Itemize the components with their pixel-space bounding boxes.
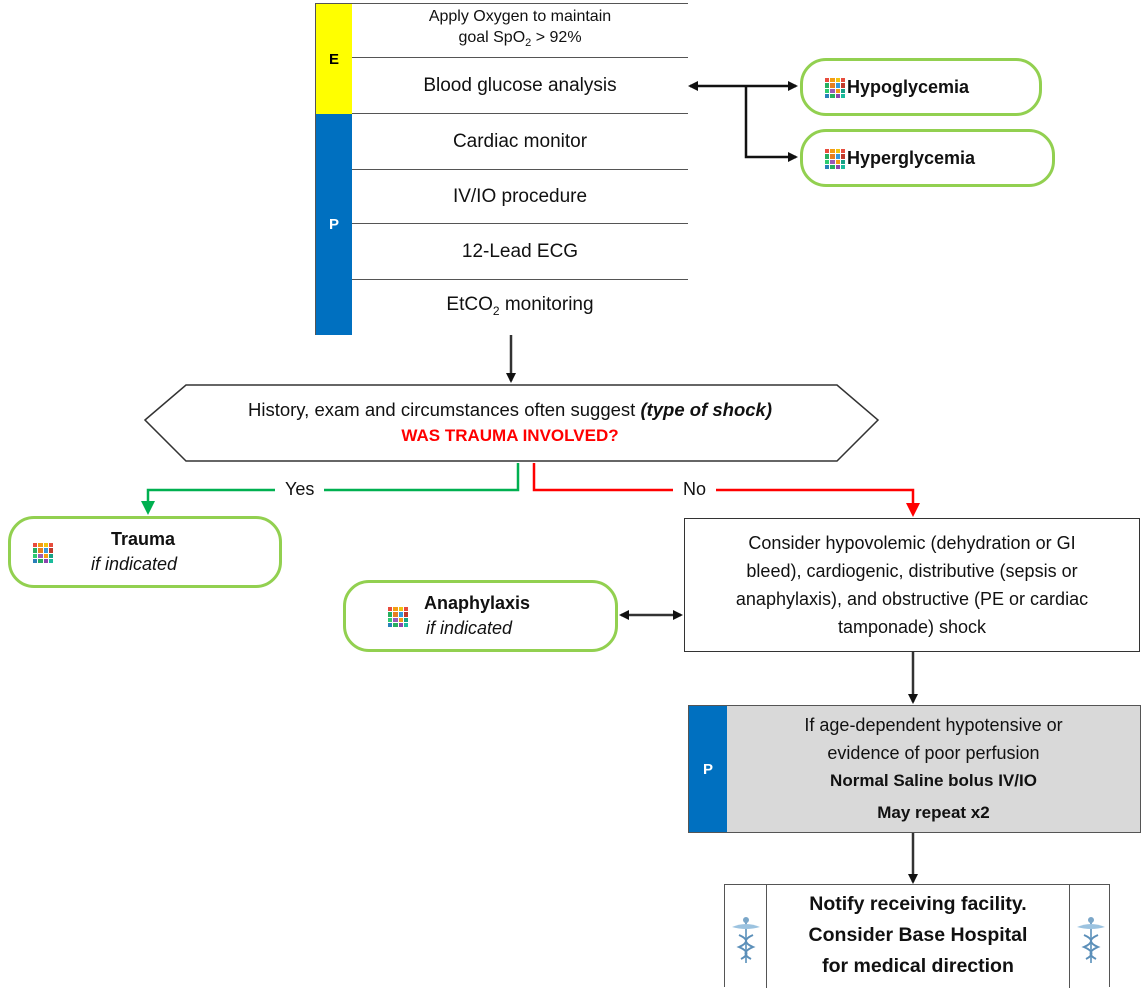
- hyperglycemia-label: Hyperglycemia: [847, 148, 976, 168]
- hyperglycemia-link[interactable]: Hyperglycemia: [800, 129, 1055, 187]
- anaphylaxis-link[interactable]: Anaphylaxis if indicated: [343, 580, 618, 652]
- etco2-label: EtCO2 monitoring: [446, 293, 594, 318]
- protocol-grid-icon: [825, 149, 845, 169]
- hypoglycemia-label: Hypoglycemia: [847, 77, 970, 97]
- decision-text: History, exam and circumstances often su…: [160, 397, 860, 449]
- ecg-cell: 12-Lead ECG: [352, 224, 688, 280]
- glucose-hyperglycemia-arrow: [744, 86, 798, 162]
- cardiac-cell: Cardiac monitor: [352, 114, 688, 170]
- procedure-stack: E P Apply Oxygen to maintain goal SpO2 >…: [315, 3, 688, 335]
- e-band-label: E: [328, 50, 339, 68]
- protocol-grid-icon: [33, 543, 53, 563]
- consider-shock-box: Consider hypovolemic (dehydration or GI …: [684, 518, 1140, 652]
- yes-path: [141, 463, 520, 515]
- p-band-label: P: [328, 216, 339, 233]
- ecg-label: 12-Lead ECG: [461, 241, 579, 262]
- saline-p-band: P: [689, 706, 727, 832]
- trauma-label: Trauma: [111, 529, 176, 549]
- no-label: No: [673, 479, 717, 500]
- p-band: P: [316, 114, 352, 335]
- protocol-grid-icon: [388, 607, 408, 627]
- caduceus-icon: [1077, 917, 1105, 963]
- protocol-grid-icon: [825, 78, 845, 98]
- anaphylaxis-label: Anaphylaxis: [424, 593, 531, 613]
- oxygen-line2: goal SpO2 > 92%: [458, 29, 582, 50]
- decision-line1: History, exam and circumstances often su…: [247, 399, 773, 420]
- glucose-label: Blood glucose analysis: [423, 75, 617, 96]
- glucose-cell: Blood glucose analysis: [352, 58, 688, 114]
- trauma-link[interactable]: Trauma if indicated: [8, 516, 282, 588]
- trauma-sub: if indicated: [91, 554, 178, 574]
- cardiac-label: Cardiac monitor: [452, 131, 588, 152]
- oxygen-line1: Apply Oxygen to maintain: [428, 8, 612, 26]
- e-band: E: [316, 4, 352, 114]
- decision-question: WAS TRAUMA INVOLVED?: [401, 426, 619, 445]
- notify-right-panel: [1069, 885, 1111, 988]
- saline-p-label: P: [702, 760, 713, 778]
- yes-label: Yes: [275, 479, 325, 500]
- notify-box: Notify receiving facility. Consider Base…: [724, 884, 1111, 988]
- saline-text: If age-dependent hypotensive or evidence…: [804, 715, 1063, 822]
- ivio-cell: IV/IO procedure: [352, 170, 688, 224]
- no-path: [532, 463, 920, 517]
- consider-text: Consider hypovolemic (dehydration or GI …: [735, 533, 1089, 637]
- decision-hexagon: [143, 384, 880, 462]
- etco2-cell: EtCO2 monitoring: [352, 280, 688, 335]
- notify-left-panel: [725, 885, 767, 988]
- saline-box: P If age-dependent hypotensive or eviden…: [688, 705, 1141, 833]
- ivio-label: IV/IO procedure: [452, 186, 588, 207]
- hypoglycemia-link[interactable]: Hypoglycemia: [800, 58, 1042, 116]
- anaphylaxis-sub: if indicated: [426, 618, 513, 638]
- notify-text: Notify receiving facility. Consider Base…: [808, 893, 1028, 977]
- caduceus-icon: [732, 917, 760, 963]
- oxygen-cell: Apply Oxygen to maintain goal SpO2 > 92%: [352, 4, 688, 58]
